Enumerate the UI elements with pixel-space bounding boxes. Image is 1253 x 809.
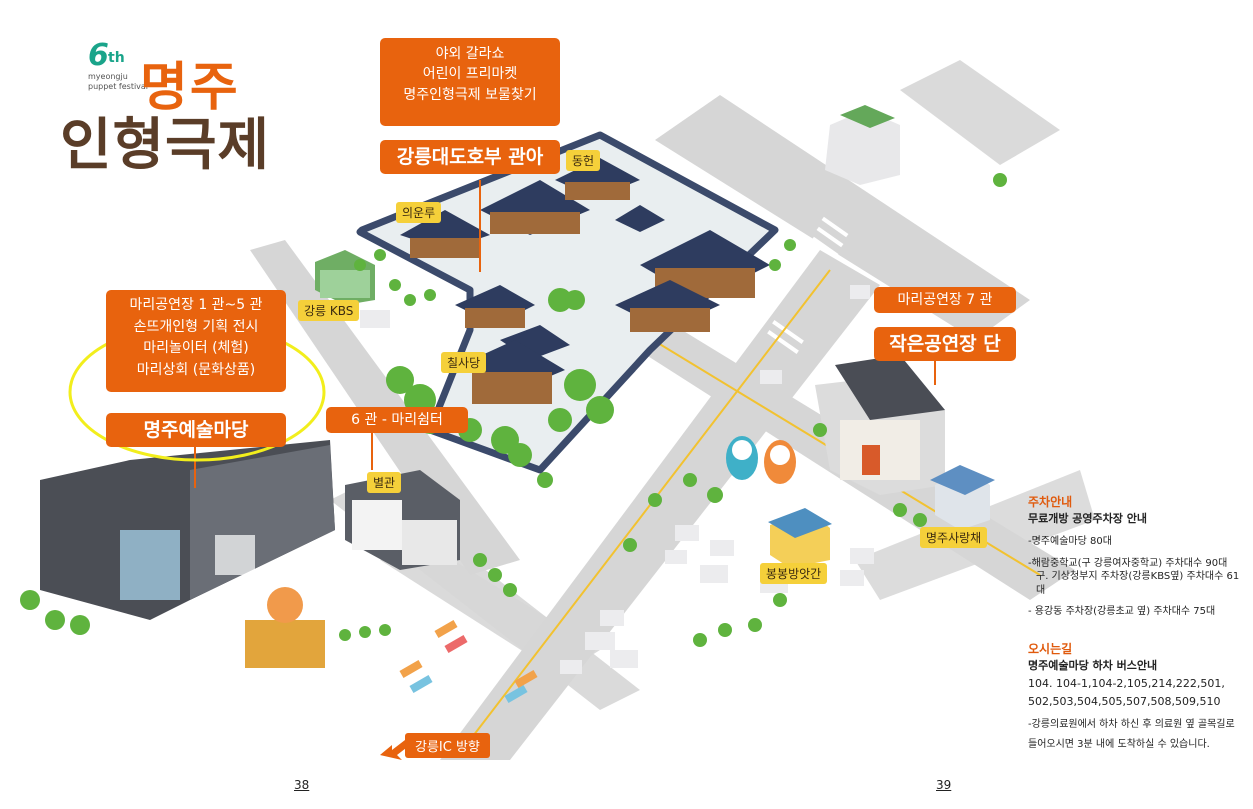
route-buses: 502,503,504,505,507,508,509,510: [1028, 695, 1221, 709]
direction-gangneung-ic: 강릉IC 방향: [405, 733, 490, 758]
route-buses: 104. 104-1,104-2,105,214,222,501,: [1028, 676, 1225, 690]
tag-kbs: 강릉 KBS: [298, 300, 360, 321]
parking-item: 구. 기상청부지 주차장(강릉KBS옆) 주차대수 61대: [1036, 571, 1240, 596]
callout-line: 손뜨개인형 기획 전시: [133, 318, 259, 335]
callout-gwana-programs: 야외 갈라쇼 어린이 프리마켓 명주인형극제 보물찾기: [380, 38, 560, 126]
venue-gwana: 강릉대도호부 관아: [380, 140, 560, 174]
logo-sub-line1: myeongju: [88, 72, 128, 81]
parking-title: 주차안내: [1028, 495, 1073, 509]
route-note: -강릉의료원에서 하차 하신 후 의료원 옆 골목길로: [1028, 719, 1235, 731]
callout-line: 명주인형극제 보물찾기: [403, 86, 537, 103]
info-panel: 주차안내 무료개방 공영주차장 안내 -명주예술마당 80대 -해람중학교(구 …: [1028, 494, 1248, 751]
arrow-icon: [380, 740, 410, 760]
callout-hall-7: 마리공연장 7 관: [874, 287, 1016, 313]
logo-edition-suffix: th: [108, 50, 125, 66]
callout-hall-6: 6 관 - 마리쉼터: [326, 407, 468, 433]
crosswalks: [533, 216, 849, 594]
tag-chilsadang: 칠사당: [441, 352, 487, 373]
route-title: 오시는길: [1028, 641, 1073, 656]
logo-sub-line2: puppet festival: [88, 82, 149, 91]
route-note: 들어오시면 3분 내에 도착하실 수 있습니다.: [1028, 738, 1210, 750]
route-subtitle: 명주예술마당 하차 버스안내: [1028, 658, 1158, 672]
parked-vehicles: [399, 620, 538, 703]
parking-subtitle: 무료개방 공영주차장 안내: [1028, 512, 1147, 526]
callout-line: 마리상회 (문화상품): [136, 362, 256, 379]
tag-dongheon: 동헌: [566, 150, 601, 171]
logo-title-line1: 명주: [140, 58, 240, 118]
logo-title-line2: 인형극제: [60, 113, 271, 178]
trees: [20, 173, 1007, 647]
venue-myeongju-art-madang: 명주예술마당: [106, 413, 286, 447]
callout-line: 야외 갈라쇼: [435, 46, 505, 62]
tag-bongbong: 봉봉방앗간: [760, 563, 828, 584]
venue-small-theater-dan: 작은공연장 단: [874, 327, 1016, 361]
parking-item: - 용강동 주차장(강릉초교 옆) 주차대수 75대: [1028, 606, 1216, 618]
modern-buildings: [40, 105, 995, 674]
parking-item: -해람중학교(구 강릉여자중학교) 주차대수 90대: [1028, 557, 1228, 569]
logo-edition: 6: [88, 38, 109, 73]
callout-line: 마리놀이터 (체험): [143, 340, 249, 357]
page-number-right: 39: [936, 778, 952, 792]
parking-item: -명주예술마당 80대: [1028, 536, 1112, 548]
tag-uiunru: 의운루: [396, 202, 442, 223]
mascots: [726, 436, 796, 484]
callout-madang-programs: 마리공연장 1 관~5 관 손뜨개인형 기획 전시 마리놀이터 (체험) 마리상…: [106, 290, 286, 392]
page-number-left: 38: [294, 778, 310, 792]
tag-byeolgwan: 별관: [367, 472, 402, 493]
callout-line: 마리공연장 1 관~5 관: [129, 297, 263, 313]
hanok-buildings: [400, 158, 770, 404]
tag-sarangchae: 명주사랑채: [920, 527, 988, 548]
callout-line: 어린이 프리마켓: [422, 66, 518, 83]
leader-lines: [194, 180, 936, 488]
